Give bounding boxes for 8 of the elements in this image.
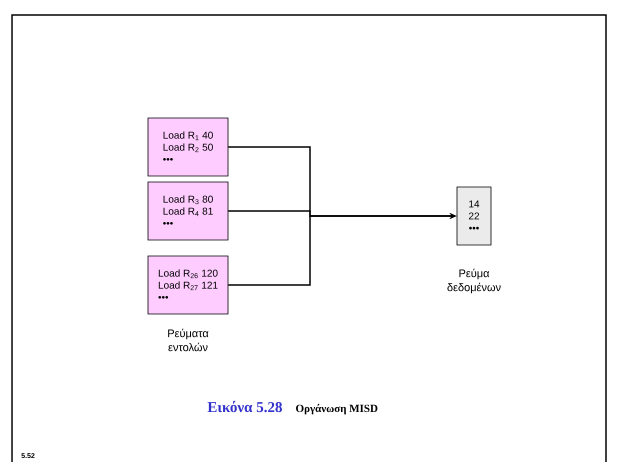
stream-caption: Ρεύμα δεδομένων — [447, 268, 501, 294]
stream-caption: Ρεύματα εντολών — [168, 328, 208, 352]
figure-title: Οργάνωση MISD — [296, 404, 378, 414]
data-box: 14 22 ••• — [456, 186, 492, 246]
instruction-box: Load R$_{1}$ 40 Load R$_{2}$ 50 ••• — [148, 118, 228, 176]
instruction-box: Load R$_{26}$ 120 Load R$_{27}$ 121 ••• — [148, 256, 228, 314]
caption: Εικόνα 5.28 — [208, 400, 282, 412]
instruction-box: Load R$_{3}$ 80 Load R$_{4}$ 81 ••• — [148, 182, 228, 240]
